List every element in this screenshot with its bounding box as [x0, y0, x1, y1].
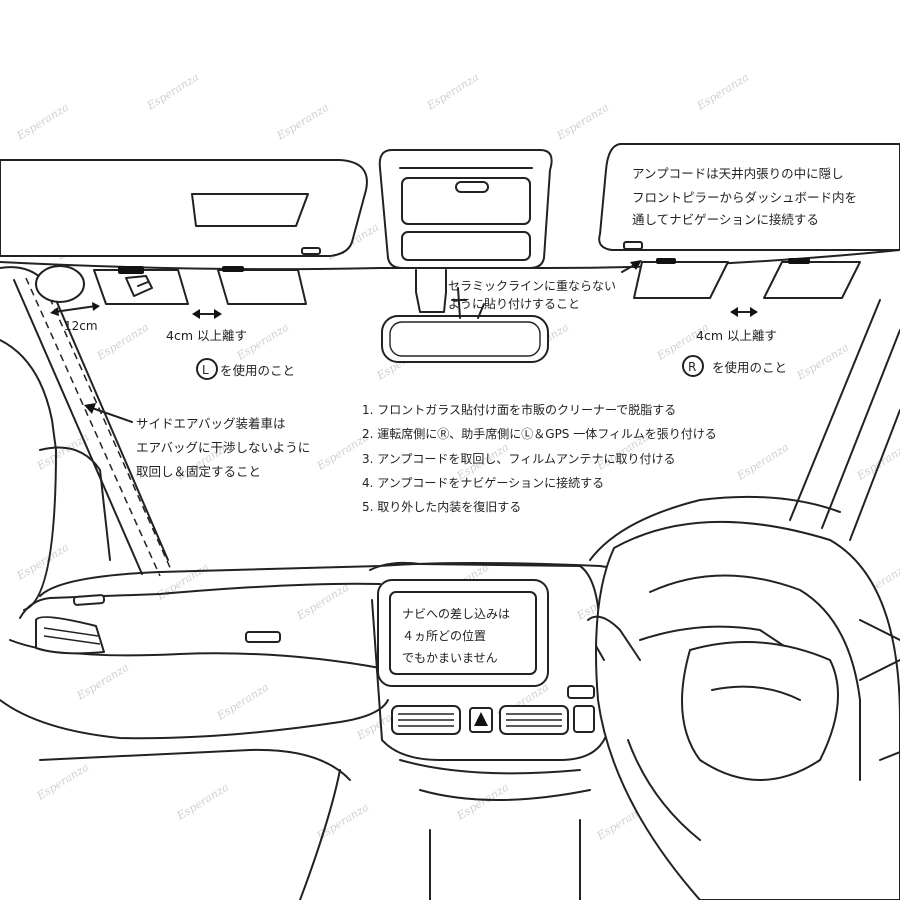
right-use-note: R を使用のこと — [682, 355, 787, 377]
overhead-console — [378, 149, 553, 269]
cord-pointer-arrow — [621, 260, 642, 273]
step-2: 2. 運転席側にⓇ、助手席側にⓁ＆GPS 一体フィルムを張り付ける — [362, 426, 717, 441]
l-badge: L — [202, 363, 209, 377]
watermark-text: Esperanza — [294, 581, 351, 624]
watermark-text: Esperanza — [794, 341, 851, 384]
steering-wheel — [587, 495, 900, 900]
ceramic-leader — [451, 287, 485, 319]
l-badge-circle — [196, 358, 218, 380]
airbag-note: サイドエアバッグ装着車は エアバッグに干渉しないように 取回し＆固定すること — [136, 416, 310, 479]
film-antenna-left — [217, 266, 307, 305]
navi-note-line-3: でもかまいません — [402, 651, 498, 665]
r-badge: R — [688, 360, 696, 374]
film-antenna-right-outer — [763, 258, 861, 299]
ceramic-note-line-2: ように貼り付けすること — [448, 296, 580, 311]
film-antenna-right-inner — [633, 258, 729, 299]
ceramic-note: セラミックラインに重ならない ように貼り付けすること — [448, 279, 616, 311]
left-sun-visor — [0, 159, 368, 257]
distance-right-label: 4cm 以上離す — [696, 328, 777, 343]
amp-cord-note-line-3: 通してナビゲーションに接続する — [632, 212, 819, 227]
distance-12cm-label: 12cm — [64, 319, 98, 333]
amp-cord-note-line-1: アンプコードは天井内張りの中に隠し — [632, 166, 844, 181]
ceramic-note-line-1: セラミックラインに重ならない — [448, 279, 616, 293]
airbag-note-line-1: サイドエアバッグ装着車は — [136, 416, 286, 431]
step-5: 5. 取り外した内装を復旧する — [362, 499, 521, 514]
left-use-note: L を使用のこと — [196, 358, 295, 380]
navi-note: ナビへの差し込みは ４ヵ所どの位置 でもかまいません — [402, 607, 510, 665]
watermark-text: Esperanza — [144, 71, 201, 114]
watermark-text: Esperanza — [854, 441, 900, 484]
watermark-text: Esperanza — [74, 661, 131, 704]
right-door-panel — [859, 659, 900, 761]
right-use-label: を使用のこと — [712, 360, 787, 375]
distance-arrow-right — [730, 307, 758, 317]
watermark-text: Esperanza — [274, 101, 331, 144]
navigation-screen — [389, 591, 537, 675]
watermark-text: Esperanza — [14, 101, 71, 144]
watermark-text: Esperanza — [34, 761, 91, 804]
watermark-text: Esperanza — [174, 781, 231, 824]
airbag-note-line-3: 取回し＆固定すること — [136, 464, 261, 479]
rearview-mirror — [381, 269, 549, 363]
watermark-text: Esperanza — [424, 71, 481, 114]
airbag-pointer-arrow — [84, 403, 133, 423]
watermark-text: Esperanza — [94, 321, 151, 364]
step-4: 4. アンプコードをナビゲーションに接続する — [362, 475, 604, 490]
amp-cord-note: アンプコードは天井内張りの中に隠し フロントピラーからダッシュボード内を 通して… — [632, 166, 857, 227]
distance-arrow-left — [192, 309, 222, 319]
watermark-text: Esperanza — [214, 681, 271, 724]
watermark-text: Esperanza — [154, 561, 211, 604]
distance-left-label: 4cm 以上離す — [166, 328, 247, 343]
left-side-window — [0, 339, 111, 611]
airbag-note-line-2: エアバッグに干渉しないように — [136, 440, 310, 455]
left-use-label: を使用のこと — [220, 363, 295, 378]
install-steps: 1. フロントガラス貼付け面を市販のクリーナーで脱脂する 2. 運転席側にⓇ、助… — [362, 402, 717, 514]
right-a-pillar — [789, 299, 900, 541]
film-antenna-left-gps — [93, 266, 189, 305]
watermark-text: Esperanza — [734, 441, 791, 484]
right-sun-visor — [598, 143, 900, 251]
step-3: 3. アンプコードを取回し、フィルムアンテナに取り付ける — [362, 452, 675, 466]
watermark-text: Esperanza — [454, 781, 511, 824]
r-badge-circle — [682, 355, 704, 377]
amp-cord-note-line-2: フロントピラーからダッシュボード内を — [632, 190, 857, 205]
watermark-text: Esperanza — [694, 71, 751, 114]
step-1: 1. フロントガラス貼付け面を市販のクリーナーで脱脂する — [362, 402, 676, 417]
watermark-text: Esperanza — [554, 101, 611, 144]
navi-note-line-2: ４ヵ所どの位置 — [402, 628, 486, 643]
left-a-pillar — [0, 265, 173, 577]
watermark-text: Esperanza — [14, 541, 71, 584]
navi-note-line-1: ナビへの差し込みは — [402, 607, 510, 621]
